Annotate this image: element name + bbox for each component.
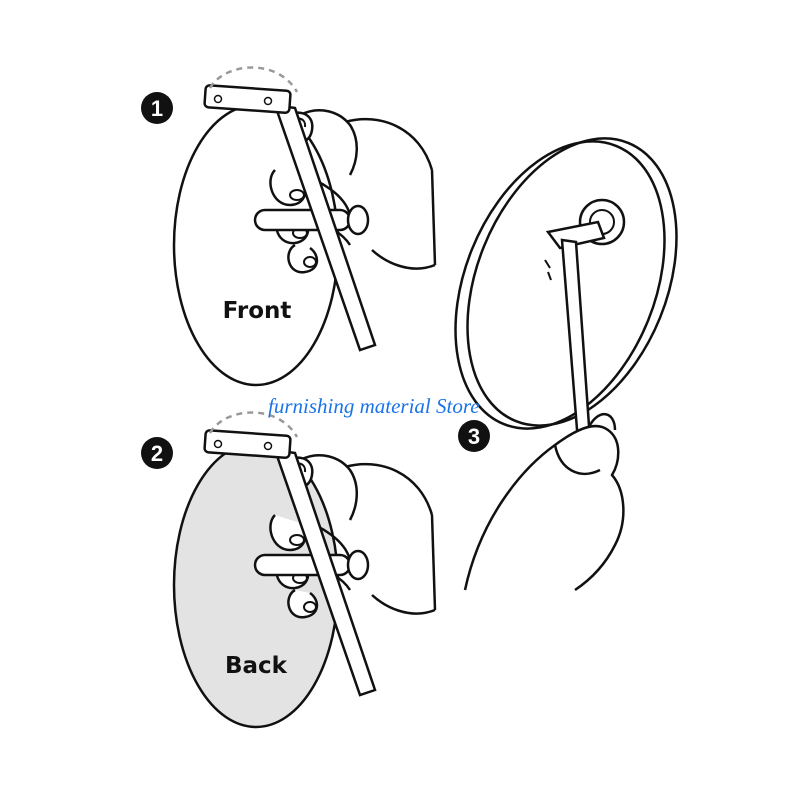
- step-3-badge: 3: [458, 420, 490, 452]
- mirror-oval-edge: [466, 137, 678, 427]
- step-2-panel: 2 Back: [141, 411, 437, 729]
- hand-icon: [463, 424, 625, 592]
- front-oval: [172, 103, 340, 387]
- step-1-badge-circle: [141, 92, 173, 124]
- step-3-number: 3: [468, 424, 480, 449]
- step-3-badge-circle: [458, 420, 490, 452]
- back-oval: [172, 441, 340, 729]
- step-3-panel: 3: [454, 137, 678, 592]
- step-1-panel: 1 Front: [141, 66, 437, 387]
- step-2-badge: 2: [141, 437, 173, 469]
- step-1-number: 1: [151, 96, 163, 121]
- back-label: Back: [225, 653, 288, 679]
- step-1-badge: 1: [141, 92, 173, 124]
- motion-marks: [544, 259, 552, 281]
- step-2-number: 2: [151, 441, 163, 466]
- store-watermark: furnishing material Store: [268, 394, 480, 418]
- step-2-badge-circle: [141, 437, 173, 469]
- front-label: Front: [223, 298, 292, 324]
